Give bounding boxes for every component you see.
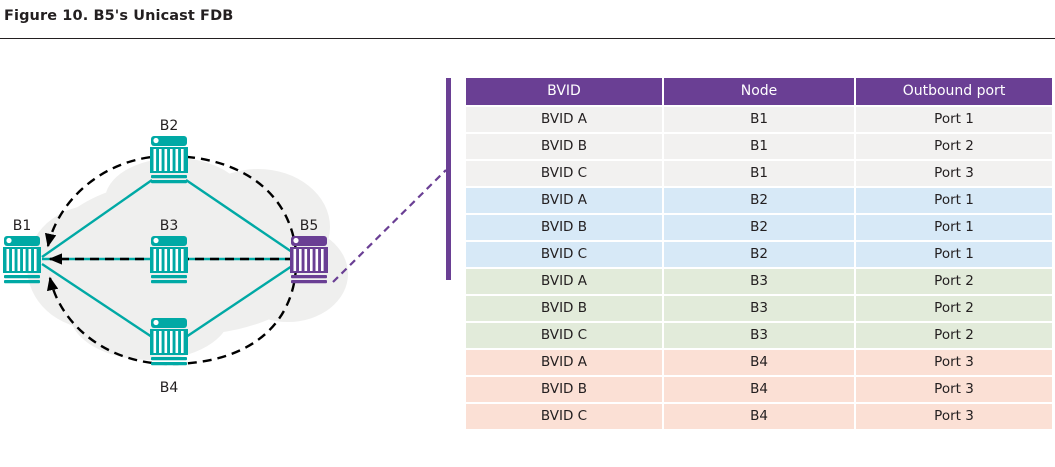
caption-divider <box>0 38 1055 39</box>
node-b1[interactable]: B1 <box>3 218 41 284</box>
cell-bvid: BVID A <box>466 350 662 375</box>
node-b5[interactable]: B5 <box>290 218 328 284</box>
node-b4[interactable]: B4 <box>150 318 188 396</box>
path-via-b4 <box>46 267 298 366</box>
link-b2-b5 <box>185 179 293 253</box>
cell-bvid: BVID B <box>466 377 662 402</box>
table-header-row: BVID Node Outbound port <box>466 78 1052 105</box>
network-diagram-svg: B1 B2 B3 B4 B5 <box>3 118 348 396</box>
node-b4-label: B4 <box>160 380 179 396</box>
cell-node: B3 <box>664 296 854 321</box>
link-b1-b2 <box>41 179 153 258</box>
cell-node: B2 <box>664 188 854 213</box>
cell-node: B4 <box>664 377 854 402</box>
table-accent-bar <box>446 78 451 280</box>
node-b3[interactable]: B3 <box>150 218 188 284</box>
cell-outbound-port: Port 2 <box>856 296 1052 321</box>
cell-node: B1 <box>664 107 854 132</box>
path-via-b2 <box>44 154 298 253</box>
table-leader-line <box>332 169 447 283</box>
column-header-node[interactable]: Node <box>664 78 854 105</box>
cell-outbound-port: Port 1 <box>856 215 1052 240</box>
cell-node: B4 <box>664 350 854 375</box>
link-b1-b4 <box>41 263 153 338</box>
node-b3-label: B3 <box>160 218 179 234</box>
cell-bvid: BVID A <box>466 107 662 132</box>
node-b1-label: B1 <box>13 218 32 234</box>
cell-outbound-port: Port 3 <box>856 377 1052 402</box>
network-cloud-background <box>27 158 348 360</box>
cell-node: B3 <box>664 269 854 294</box>
cell-outbound-port: Port 2 <box>856 269 1052 294</box>
node-b2-label: B2 <box>160 118 179 134</box>
cell-outbound-port: Port 3 <box>856 404 1052 429</box>
cell-outbound-port: Port 2 <box>856 323 1052 348</box>
cell-bvid: BVID B <box>466 296 662 321</box>
network-diagram: B1 B2 B3 B4 B5 <box>0 52 440 452</box>
cell-bvid: BVID B <box>466 215 662 240</box>
cell-bvid: BVID C <box>466 161 662 186</box>
cell-node: B2 <box>664 215 854 240</box>
cell-node: B3 <box>664 323 854 348</box>
cell-outbound-port: Port 1 <box>856 242 1052 267</box>
column-header-bvid[interactable]: BVID <box>466 78 662 105</box>
node-b5-label: B5 <box>300 218 319 234</box>
cell-outbound-port: Port 3 <box>856 350 1052 375</box>
cell-node: B2 <box>664 242 854 267</box>
cell-outbound-port: Port 1 <box>856 188 1052 213</box>
cell-node: B1 <box>664 134 854 159</box>
cell-node: B4 <box>664 404 854 429</box>
figure-caption: Figure 10. B5's Unicast FDB <box>4 8 234 24</box>
cell-outbound-port: Port 3 <box>856 161 1052 186</box>
link-b4-b5 <box>185 265 293 338</box>
cell-node: B1 <box>664 161 854 186</box>
cell-outbound-port: Port 1 <box>856 107 1052 132</box>
cell-outbound-port: Port 2 <box>856 134 1052 159</box>
cell-bvid: BVID A <box>466 269 662 294</box>
cell-bvid: BVID A <box>466 188 662 213</box>
node-b2[interactable]: B2 <box>150 118 188 184</box>
cell-bvid: BVID B <box>466 134 662 159</box>
cell-bvid: BVID C <box>466 242 662 267</box>
column-header-outbound-port[interactable]: Outbound port <box>856 78 1052 105</box>
cell-bvid: BVID C <box>466 323 662 348</box>
cell-bvid: BVID C <box>466 404 662 429</box>
